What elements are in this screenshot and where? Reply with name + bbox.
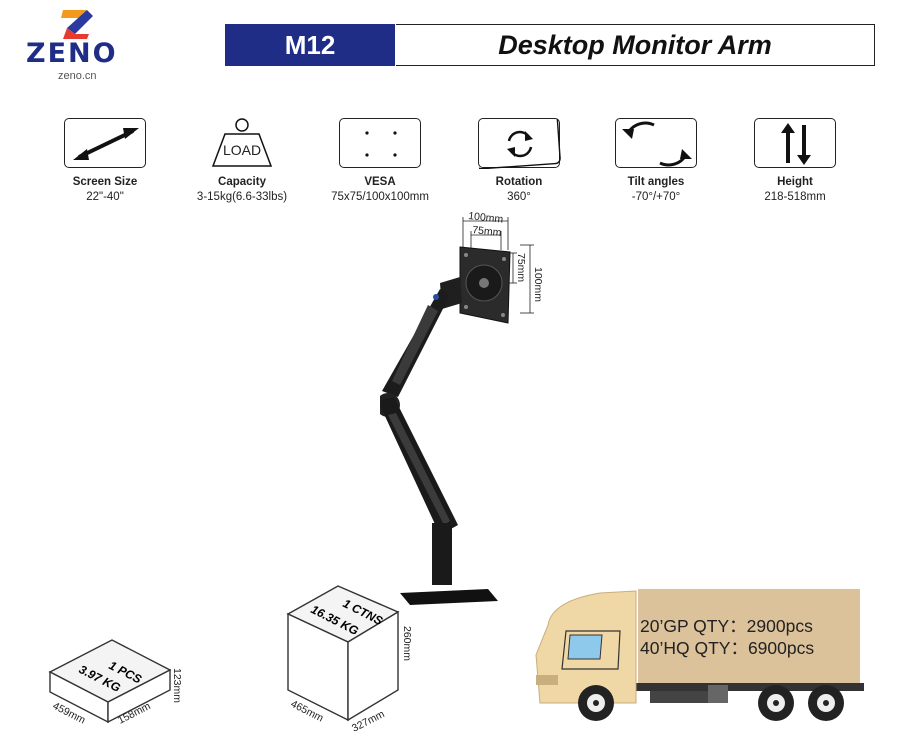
single-package-box: 1 PCS 3.97 KG 459mm 158mm 123mm <box>48 639 183 727</box>
spec-value: -70°/+70° <box>631 191 681 203</box>
diagonal-arrow-icon <box>64 118 146 168</box>
spec-capacity: LOAD Capacity 3-15kg(6.6-33lbs) <box>177 118 307 203</box>
brand-name: ZENO <box>26 38 118 69</box>
qty-20gp: 20’GP QTY：2900pcs <box>640 616 813 636</box>
container-quantity: 20’GP QTY：2900pcs 40’HQ QTY：6900pcs <box>640 615 855 659</box>
vesa-outer-height: 100mm <box>532 267 544 302</box>
load-weight-icon: LOAD <box>201 118 283 168</box>
spec-screen-size: Screen Size 22"-40" <box>40 118 170 203</box>
spec-height: Height 218-518mm <box>730 118 860 203</box>
monitor-arm-image: 100mm 75mm 75mm 100mm <box>380 210 544 605</box>
carton-height: 260mm <box>401 626 413 661</box>
carton-package-box: 1 CTNS 16.35 KG 465mm 327mm 260mm <box>286 585 413 735</box>
spec-label: Height <box>777 176 813 188</box>
spec-rotation: Rotation 360° <box>454 118 584 203</box>
brand-site: zeno.cn <box>58 70 97 82</box>
spec-label: Rotation <box>495 176 543 188</box>
zeno-logo-mark-icon <box>61 10 93 39</box>
spec-label: Screen Size <box>72 176 138 188</box>
spec-value: 22"-40" <box>86 191 124 203</box>
spec-value: 218-518mm <box>764 191 826 203</box>
rotation-icon <box>478 118 561 169</box>
spec-label: Capacity <box>218 176 266 188</box>
load-text: LOAD <box>222 142 262 158</box>
brand-logo: ZENO zeno.cn <box>22 8 132 83</box>
qty-40hq: 40’HQ QTY：6900pcs <box>640 638 815 658</box>
single-height: 123mm <box>171 668 183 703</box>
spec-value: 3-15kg(6.6-33lbs) <box>196 191 288 203</box>
tilt-icon <box>615 118 697 168</box>
height-arrows-icon <box>754 118 836 168</box>
spec-label: VESA <box>364 176 396 188</box>
vesa-inner-width: 75mm <box>472 224 503 239</box>
spec-label: Tilt angles <box>627 176 685 188</box>
spec-tilt: Tilt angles -70°/+70° <box>591 118 721 203</box>
spec-value: 75x75/100x100mm <box>331 191 429 203</box>
truck-wheels <box>578 685 844 721</box>
spec-vesa: VESA 75x75/100x100mm <box>315 118 445 203</box>
model-badge: M12 <box>225 24 395 66</box>
vesa-outer-width: 100mm <box>468 210 504 226</box>
spec-value: 360° <box>507 191 531 203</box>
page-title: Desktop Monitor Arm <box>396 24 875 66</box>
vesa-holes-icon <box>339 118 421 168</box>
truck-illustration <box>535 589 864 721</box>
vesa-inner-height: 75mm <box>515 253 527 282</box>
